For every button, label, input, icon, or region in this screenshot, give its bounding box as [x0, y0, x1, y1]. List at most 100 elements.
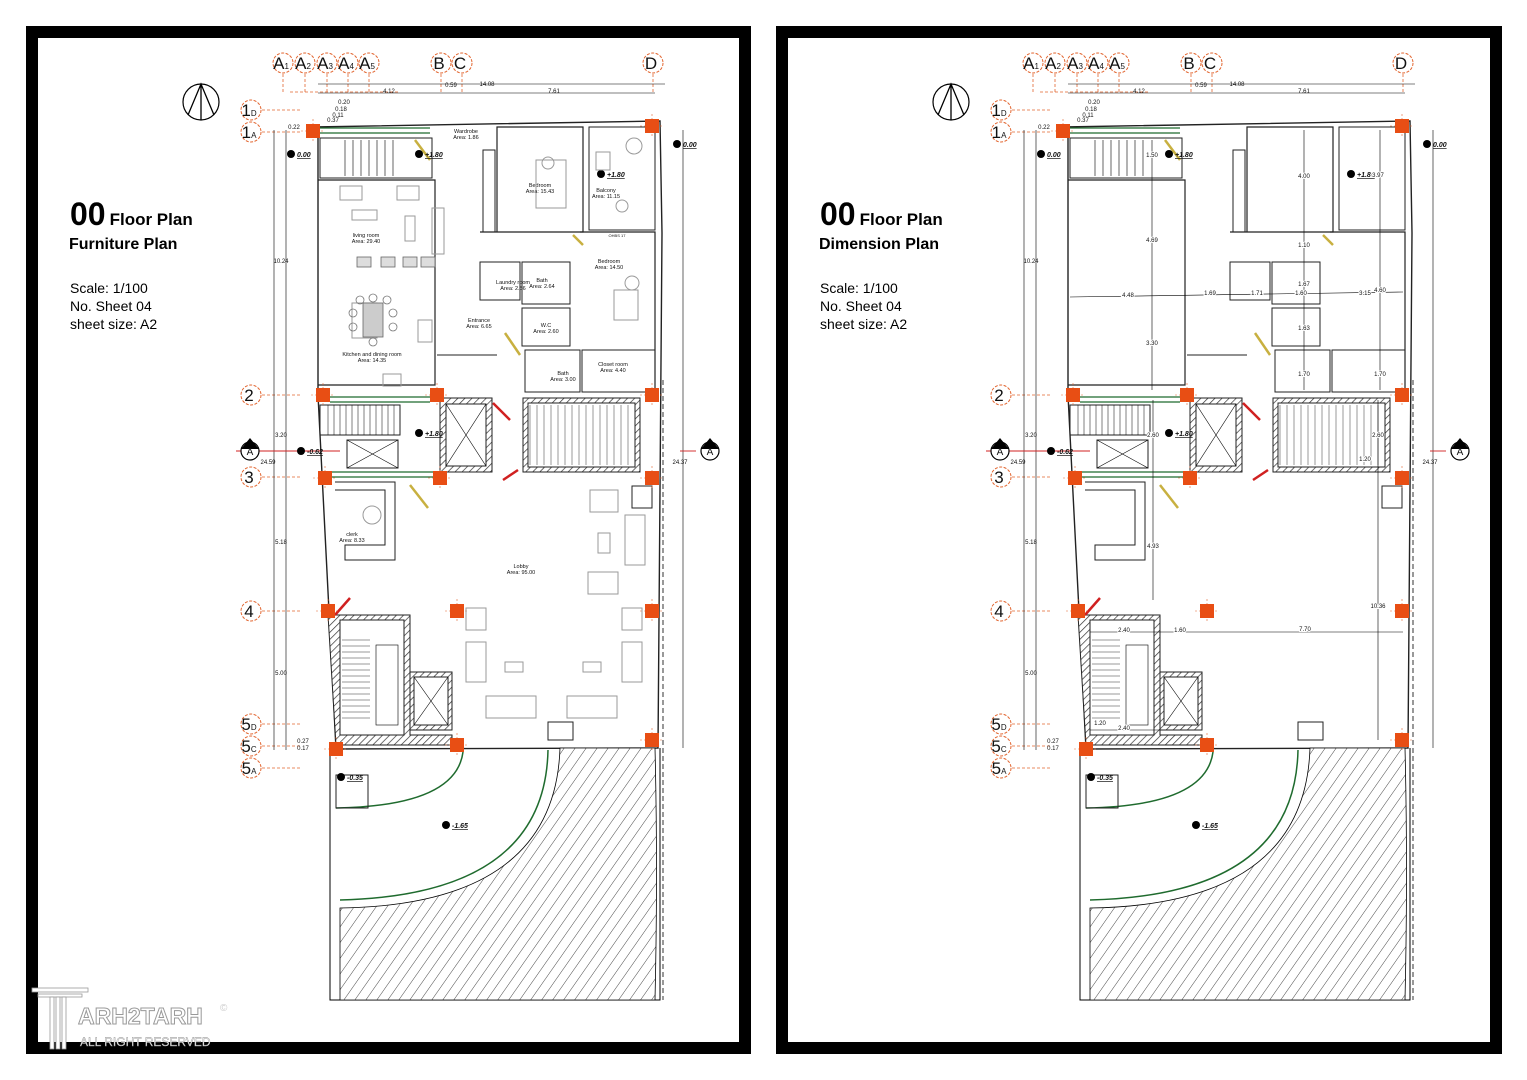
room-area: Area: 2.60: [533, 329, 558, 335]
structural-column: [1200, 738, 1214, 752]
level-label: +1.80: [607, 172, 625, 179]
level-marker-icon: [1165, 429, 1173, 437]
wall-bath: [521, 261, 571, 305]
door: [492, 402, 511, 421]
dimension-label: 4.60: [1374, 288, 1386, 294]
level-marker-icon: [287, 150, 295, 158]
wall-laundry: [1229, 261, 1271, 301]
wall-wc: [1271, 307, 1321, 347]
section-arrow-icon: [701, 438, 719, 449]
dimension-label: 0.11: [1082, 113, 1094, 119]
north-arrow-icon: [187, 82, 215, 120]
structural-column: [450, 604, 464, 618]
grid-label-3: 3: [994, 468, 1003, 487]
shaft-box: [1297, 721, 1324, 741]
level-marker-icon: [597, 170, 605, 178]
shaft-box: [631, 485, 653, 509]
room-area: Area: 95.00: [507, 570, 535, 576]
structural-column: [1200, 604, 1214, 618]
grid-label-subscript: 1: [1034, 62, 1039, 71]
ramp: [1089, 747, 1407, 1001]
wall-bath-2: [524, 349, 581, 393]
furniture: [625, 137, 643, 155]
stair-upper: [319, 404, 401, 436]
level-marker-icon: [415, 150, 423, 158]
plan-subtitle: Dimension Plan: [819, 236, 940, 253]
grid-bubble-5D: [990, 713, 1012, 735]
furniture: [339, 185, 363, 201]
door: [1322, 234, 1334, 246]
structural-column: [430, 388, 444, 402]
dimension-label: 10.24: [1023, 259, 1039, 265]
structural-column: [1395, 388, 1409, 402]
dimension-label: 0.22: [288, 125, 300, 131]
furniture: [541, 156, 555, 170]
level-label: 0.00: [1047, 152, 1061, 159]
grid-label-subscript: 2: [306, 62, 311, 71]
furniture: [404, 215, 416, 242]
ramp-curb: [339, 749, 549, 901]
stair-lower-inner: [339, 619, 405, 736]
grid-bubble-4: [240, 600, 262, 622]
grid-bubble-D: [1392, 52, 1414, 74]
shaft-box: [1381, 485, 1403, 509]
plan-title: Floor Plan: [859, 210, 943, 229]
room-name: clerk: [346, 532, 358, 538]
north-arrow-icon: [937, 82, 965, 120]
wall-bath-2: [1274, 349, 1331, 393]
structural-column: [645, 119, 659, 133]
grid-bubble-A3: [316, 52, 338, 74]
wall-balcony: [588, 126, 656, 231]
sheet-furniture-plan: [26, 26, 751, 1054]
door: [1253, 332, 1272, 356]
structural-column: [433, 471, 447, 485]
ramp-curb: [1089, 749, 1299, 901]
dimension-label: 24.59: [260, 460, 276, 466]
door: [1164, 139, 1181, 161]
dimension-label: 0.18: [1085, 107, 1097, 113]
grid-bubble-5A: [990, 757, 1012, 779]
door: [1159, 484, 1179, 509]
grid-bubble-5D: [240, 713, 262, 735]
grid-bubble-5C: [990, 735, 1012, 757]
dimension-label: 2.60: [1147, 433, 1159, 439]
ramp-curb: [335, 751, 464, 809]
level-label: -0.62: [307, 449, 323, 456]
grid-bubble-3: [990, 466, 1012, 488]
level-label: 0.00: [1433, 142, 1447, 149]
door: [1242, 402, 1261, 421]
structural-column: [450, 738, 464, 752]
furniture: [396, 185, 420, 201]
structural-column: [1079, 742, 1093, 756]
section-marker-label: A: [707, 447, 714, 458]
dimension-label: 4.12: [383, 89, 395, 95]
plan-sheet-size: sheet size: A2: [820, 316, 908, 332]
dimension-label: 1.67: [1298, 282, 1310, 288]
wall-bedroom-2: [580, 231, 656, 392]
grid-bubble-A5: [1108, 52, 1130, 74]
room-area: Area: 2.64: [529, 284, 554, 290]
structural-column: [645, 471, 659, 485]
door: [409, 484, 429, 509]
room-area: Area: 8.33: [339, 538, 364, 544]
dimension-label: 24.59: [1010, 460, 1026, 466]
section-arrow-icon: [1451, 438, 1469, 449]
room-name: Wardrobe: [454, 129, 478, 135]
dimension-label: 5.00: [1025, 671, 1037, 677]
dimension-label: 1.60: [1174, 628, 1186, 634]
grid-bubble-C: [1201, 52, 1223, 74]
wall-bath: [1271, 261, 1321, 305]
room-name: Balcony: [596, 188, 616, 194]
room-area: Area: 2.56: [500, 286, 525, 292]
plan-number: 00: [70, 196, 106, 232]
plan-sheet-number: No. Sheet 04: [820, 298, 902, 314]
section-arrow-icon: [241, 438, 259, 449]
grid-label-subscript: 4: [1099, 62, 1104, 71]
grid-label-B: B: [1183, 54, 1194, 73]
stair-core-inner: [1277, 402, 1386, 468]
structural-column: [1066, 388, 1080, 402]
dimension-label: 3.97: [1372, 173, 1384, 179]
level-label: +1.80: [1175, 431, 1193, 438]
dining-chair: [355, 295, 365, 305]
